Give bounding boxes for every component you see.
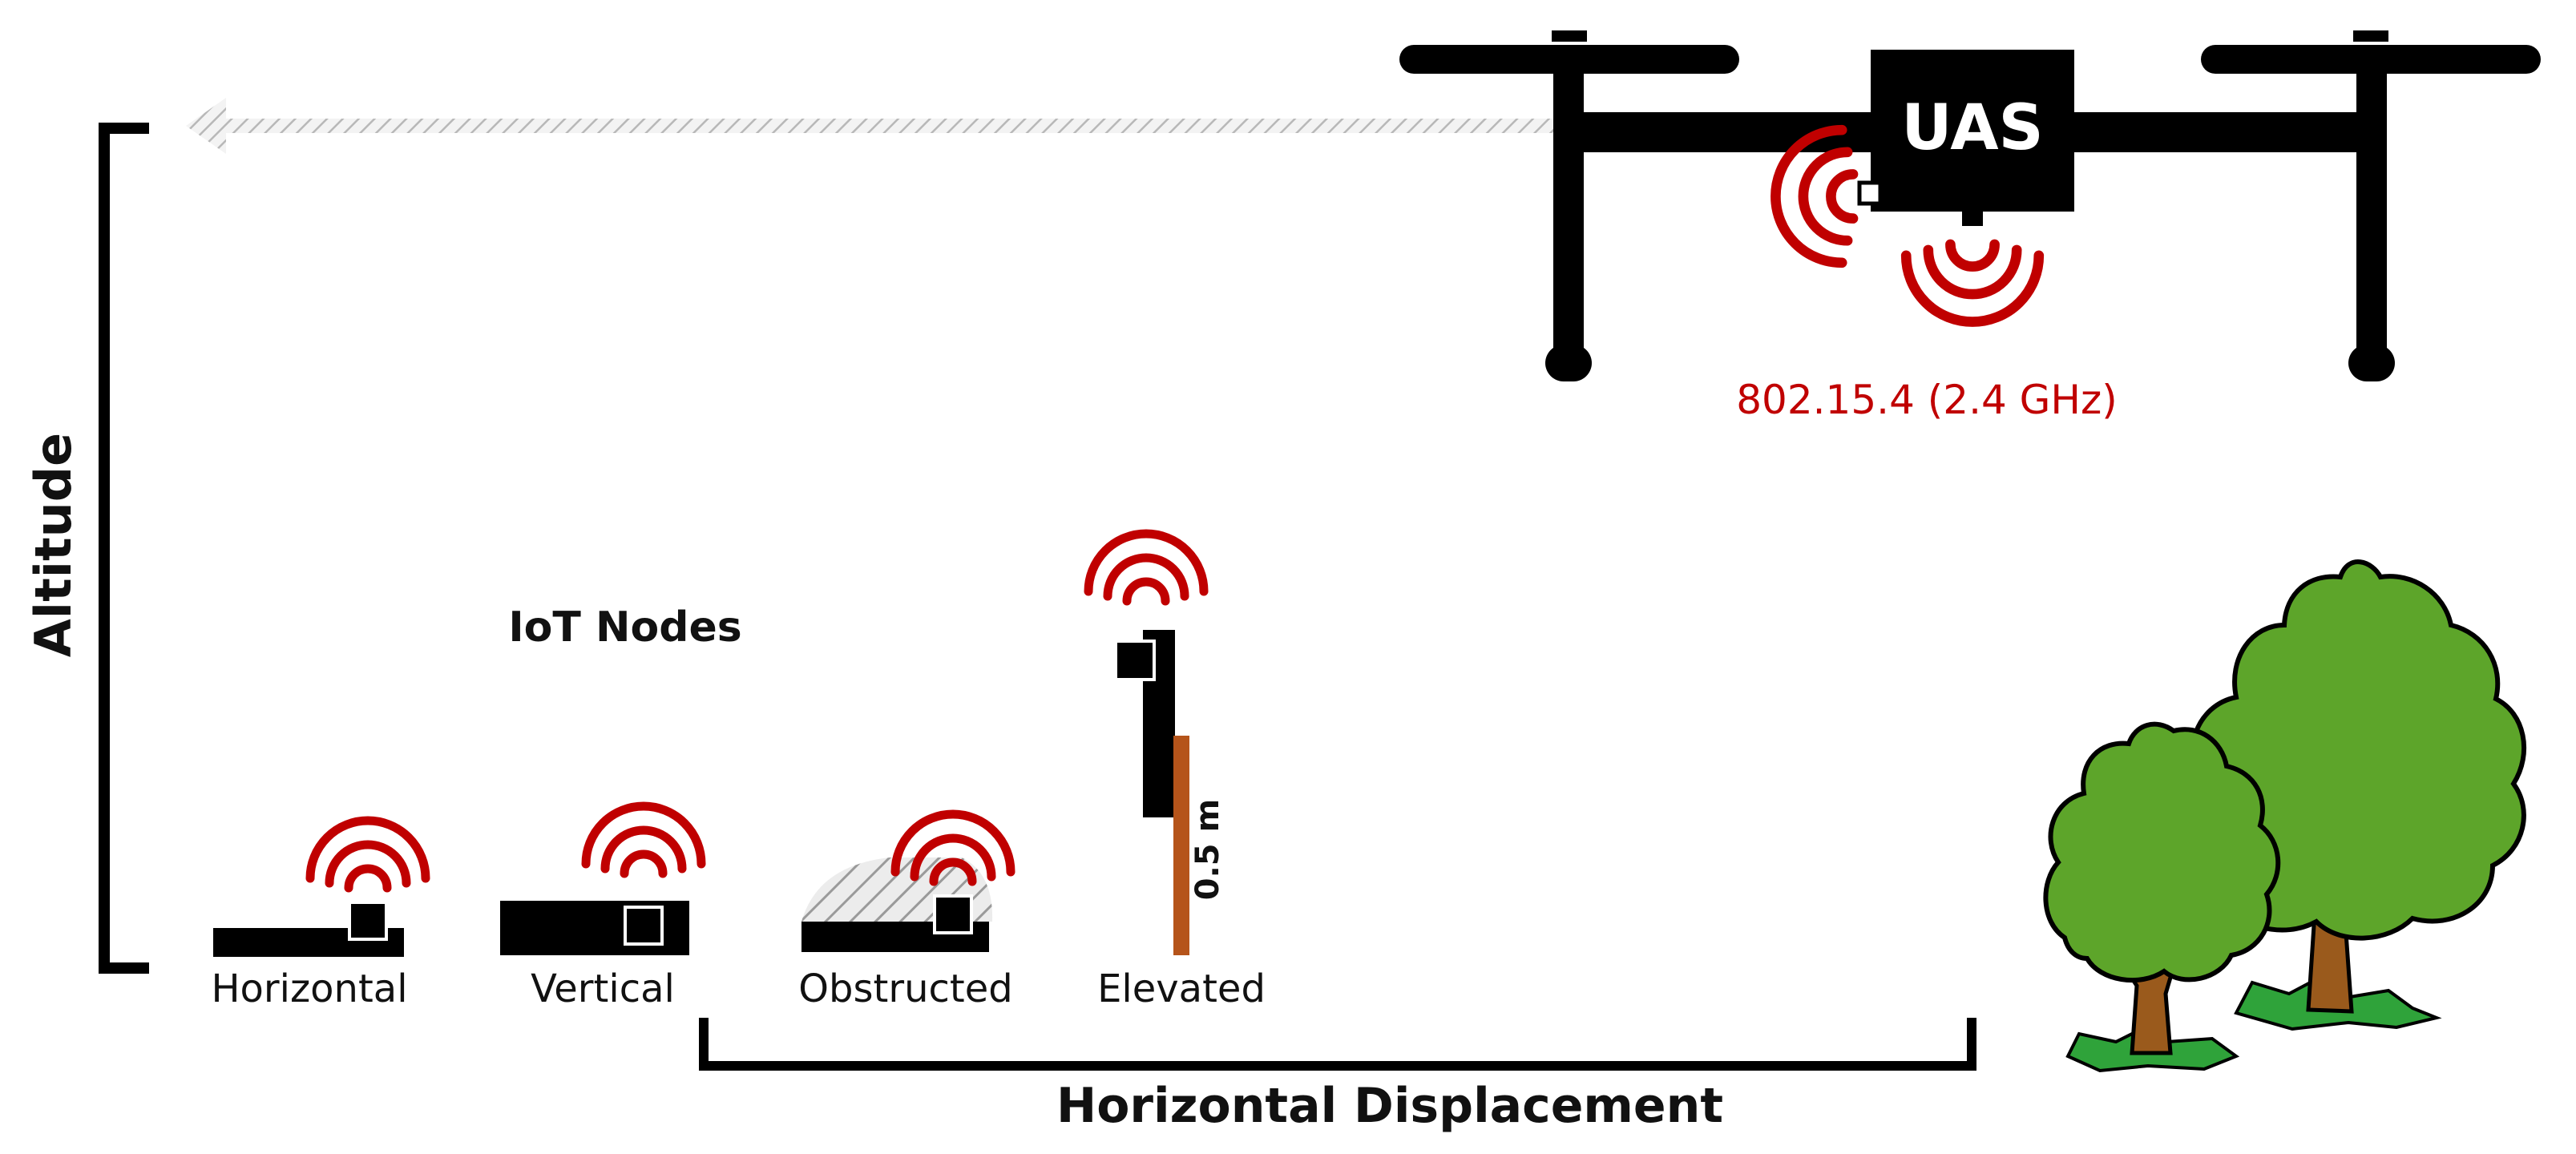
- uas-down-signal-icon: [1906, 244, 2039, 322]
- elevation-label: 0.5 m: [1189, 799, 1226, 900]
- node-obstructed: [801, 814, 1011, 952]
- wireless-signal-icon: [310, 821, 426, 888]
- node-label-vertical: Vertical: [531, 966, 675, 1011]
- node-label-horizontal: Horizontal: [211, 966, 407, 1011]
- uas-label: UAS: [1901, 92, 2043, 164]
- altitude-bracket: [99, 123, 149, 974]
- node-horizontal: [213, 821, 426, 957]
- altitude-label: Altitude: [24, 433, 83, 657]
- iot-nodes-title: IoT Nodes: [508, 603, 741, 652]
- wireless-signal-icon: [586, 806, 701, 874]
- flight-path-arrow: [186, 98, 1561, 154]
- protocol-label: 802.15.4 (2.4 GHz): [1736, 377, 2118, 423]
- node-label-elevated: Elevated: [1097, 966, 1266, 1011]
- quadcopter-icon: [1399, 30, 2541, 381]
- horizontal-displacement-label: Horizontal Displacement: [1056, 1078, 1723, 1134]
- node-label-obstructed: Obstructed: [798, 966, 1012, 1011]
- node-vertical: [500, 806, 701, 955]
- node-elevated: [1088, 534, 1204, 955]
- horizontal-displacement-bracket: [699, 1018, 1976, 1071]
- tree-icon: [2043, 559, 2526, 1073]
- wireless-signal-icon: [1088, 534, 1204, 601]
